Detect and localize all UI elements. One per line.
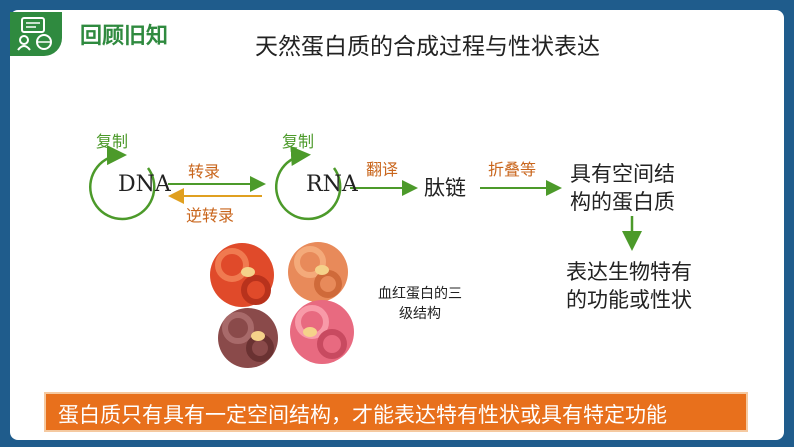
image-caption-line-2: 级结构 [399, 306, 441, 322]
transcription-label: 转录 [188, 162, 221, 181]
dna-replication-label: 复制 [96, 132, 129, 151]
trait-node: 表达生物特有 的功能或性状 [566, 258, 692, 314]
protein-line-1: 具有空间结 [570, 162, 675, 186]
presentation-icon [10, 12, 62, 56]
peptide-node: 肽链 [424, 176, 466, 200]
translation-label: 翻译 [366, 160, 399, 179]
flow-diagram [89, 145, 642, 368]
summary-banner: 蛋白质只有具有一定空间结构，才能表达特有性状或具有特定功能 [44, 392, 748, 432]
trait-line-1: 表达生物特有 [566, 260, 692, 284]
slide-card: 回顾旧知 天然蛋白质的合成过程与性状表达 [10, 10, 784, 440]
image-caption: 血红蛋白的三 级结构 [372, 284, 468, 324]
trait-line-2: 的功能或性状 [566, 288, 692, 312]
protein-node: 具有空间结 构的蛋白质 [570, 160, 675, 216]
rna-replication-cycle [274, 146, 342, 221]
rna-node: RNA [306, 172, 358, 197]
folding-label: 折叠等 [488, 160, 537, 179]
reverse-transcription-label: 逆转录 [186, 206, 235, 225]
slide-title: 天然蛋白质的合成过程与性状表达 [255, 34, 600, 60]
summary-banner-text: 蛋白质只有具有一定空间结构，才能表达特有性状或具有特定功能 [58, 403, 667, 427]
section-label: 回顾旧知 [80, 24, 169, 49]
dna-node: DNA [118, 172, 171, 197]
hemoglobin-structure-image [210, 242, 354, 368]
rna-replication-label: 复制 [282, 132, 315, 151]
image-caption-line-1: 血红蛋白的三 [378, 286, 462, 302]
dna-replication-cycle [89, 145, 156, 221]
protein-line-2: 构的蛋白质 [570, 190, 675, 214]
